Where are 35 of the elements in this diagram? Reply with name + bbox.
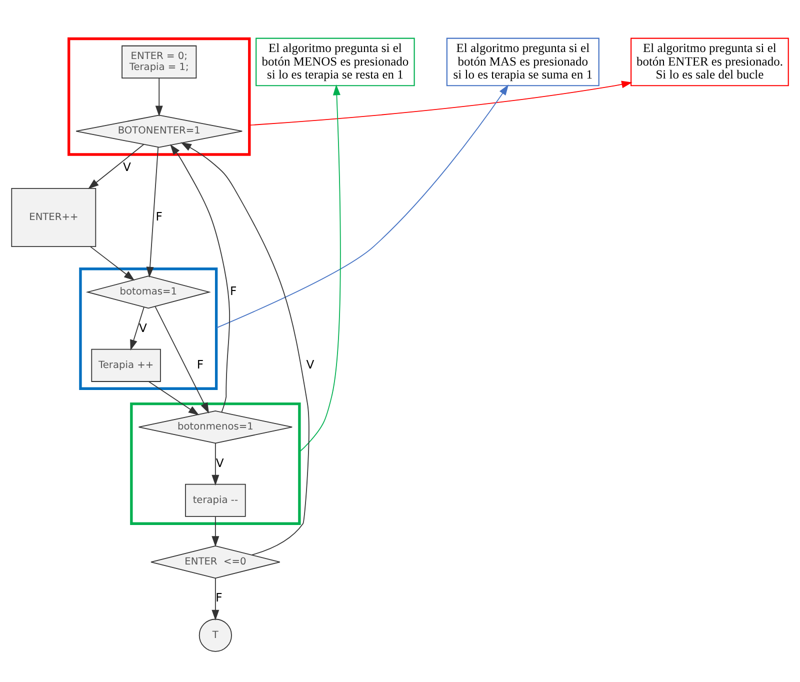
arrow bbox=[212, 516, 220, 546]
node-circle: T bbox=[198, 618, 232, 652]
node-box: terapia -- bbox=[185, 483, 246, 516]
arrow bbox=[88, 143, 144, 189]
node-box: Terapia ++ bbox=[91, 348, 161, 382]
edge-label: F bbox=[156, 209, 162, 224]
arrow bbox=[299, 84, 341, 452]
arrow bbox=[155, 77, 163, 116]
arrow bbox=[154, 306, 210, 413]
node-diamond: ENTER <=0 bbox=[150, 545, 280, 578]
edge-label: V bbox=[139, 320, 148, 334]
edge-label: V bbox=[122, 159, 131, 174]
node-box: El algoritmo pregunta si el botón MENOS es presionado si lo es terapia se resta en 1 bbox=[256, 37, 415, 86]
node-diamond: botonmenos=1 bbox=[138, 410, 293, 444]
arrow bbox=[148, 380, 200, 415]
node-box: El algoritmo pregunta si el botón ENTER es presionado. Si lo es sale del bucle bbox=[630, 37, 789, 86]
arrow bbox=[216, 84, 509, 328]
arrow bbox=[170, 144, 230, 412]
node-box: ENTER++ bbox=[11, 187, 96, 246]
arrow bbox=[212, 442, 220, 486]
arrow bbox=[212, 578, 220, 620]
node-diamond: BOTONENTER=1 bbox=[76, 114, 243, 148]
arrow bbox=[248, 80, 632, 126]
arrow bbox=[146, 146, 159, 278]
arrow bbox=[90, 246, 135, 280]
arrow bbox=[180, 142, 310, 555]
arrow bbox=[130, 306, 144, 350]
edge-label: V bbox=[306, 356, 314, 371]
node-box: El algoritmo pregunta si el botón MAS es presionado si lo es terapia se suma en 1 bbox=[446, 37, 600, 86]
edge-label: F bbox=[216, 590, 222, 604]
node-box: ENTER = 0; Terapia = 1; bbox=[122, 44, 197, 78]
edge-label: F bbox=[230, 284, 237, 298]
node-diamond: botomas=1 bbox=[86, 275, 211, 308]
edge-label: V bbox=[216, 455, 224, 470]
edge-label: F bbox=[196, 356, 204, 371]
